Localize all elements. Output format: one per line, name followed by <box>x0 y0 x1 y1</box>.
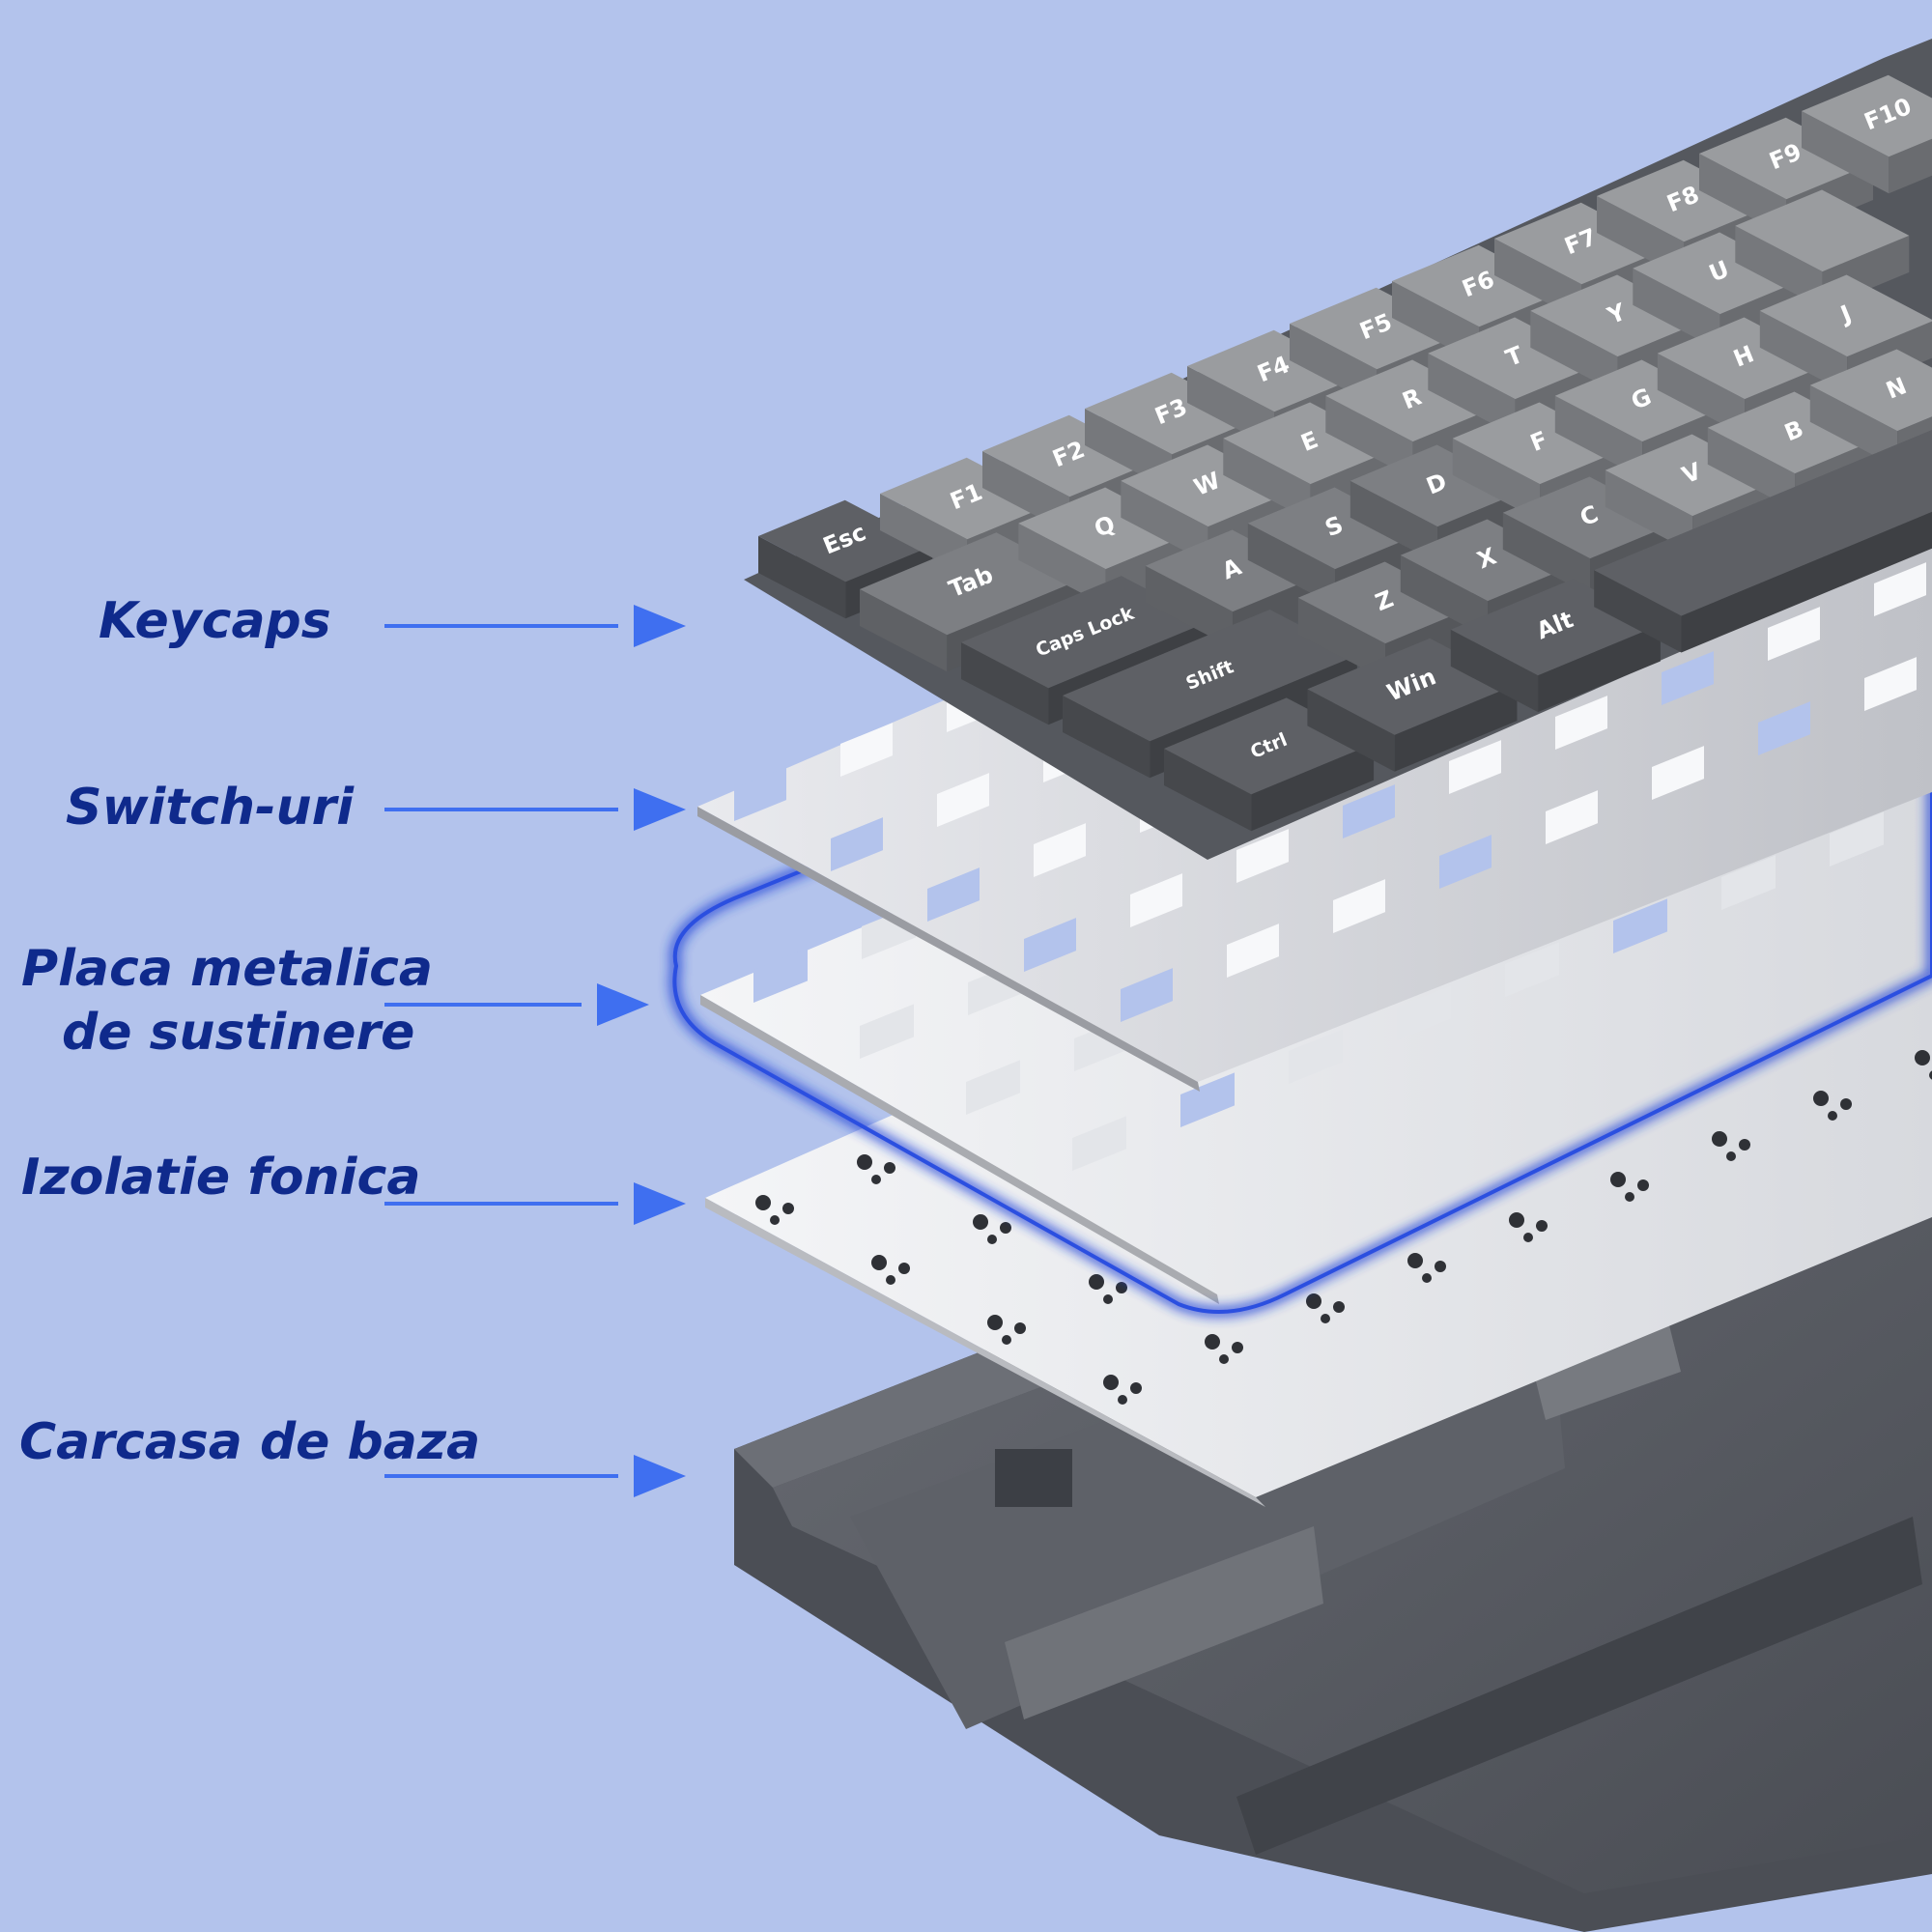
arrow-foam <box>384 1182 686 1225</box>
label-case-text: Carcasa de baza <box>19 1413 481 1471</box>
keycap-spacebar <box>1594 429 1932 653</box>
arrow-plate <box>384 983 649 1026</box>
case-connector <box>995 1449 1072 1507</box>
arrow-switches <box>384 788 686 831</box>
arrow-case <box>384 1455 686 1497</box>
label-foam-text: Izolatie fonica <box>21 1149 421 1207</box>
label-switches: Switch-uri <box>66 776 354 839</box>
callout-arrows <box>384 605 686 1497</box>
label-keycaps: Keycaps <box>99 589 331 653</box>
label-foam: Izolatie fonica <box>21 1146 420 1209</box>
label-keycaps-text: Keycaps <box>99 592 331 650</box>
arrow-keycaps <box>384 605 686 647</box>
label-plate-line2: de sustinere <box>62 1004 415 1062</box>
keycap-f10: F10 <box>1802 74 1932 194</box>
label-plate: Placa metalica de sustinere <box>21 937 433 1065</box>
label-plate-line1: Placa metalica <box>21 940 434 998</box>
label-case: Carcasa de baza <box>19 1410 480 1474</box>
label-switches-text: Switch-uri <box>66 779 355 837</box>
